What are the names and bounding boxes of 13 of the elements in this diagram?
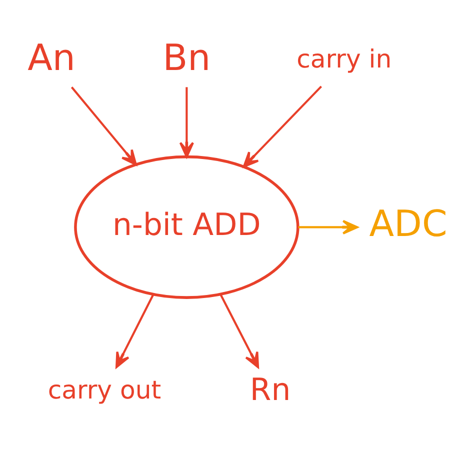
arrow — [179, 87, 194, 158]
node-text: Rn — [250, 373, 291, 408]
arrow — [298, 220, 358, 235]
arrow — [242, 86, 322, 168]
node-text: An — [28, 36, 76, 80]
node-ellipse: n-bit ADD — [74, 155, 300, 299]
node-text: carry out — [48, 375, 162, 404]
arrow — [116, 294, 154, 368]
arrow — [220, 294, 260, 368]
node-text: carry in — [296, 44, 392, 74]
arrow — [70, 86, 137, 166]
node-text: ADC — [369, 202, 448, 245]
node-text: Bn — [162, 36, 211, 80]
